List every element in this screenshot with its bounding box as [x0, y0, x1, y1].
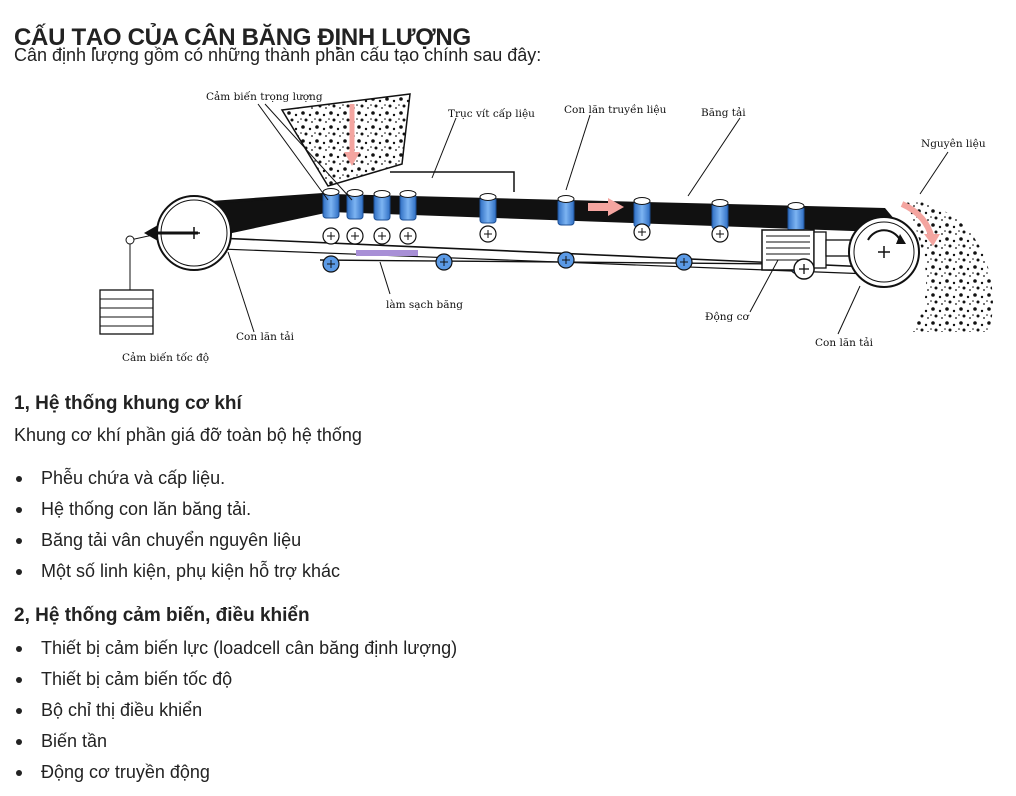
small-roller	[435, 253, 453, 271]
section-heading-mechanical: 1, Hệ thống khung cơ khí	[14, 393, 242, 414]
small-roller	[479, 225, 497, 243]
list-item: Thiết bị cảm biến lực (loadcell cân băng…	[14, 633, 457, 664]
flow-arrow	[588, 198, 624, 216]
small-roller	[711, 225, 729, 243]
label-belt: Băng tải	[701, 106, 746, 119]
intro-text: Cân định lượng gồm có những thành phần c…	[14, 45, 542, 65]
label-transfer-roller: Con lăn truyền liệu	[564, 103, 667, 116]
small-roller	[346, 227, 364, 245]
page-title: CẤU TẠO CỦA CÂN BĂNG ĐỊNH LƯỢNG	[14, 24, 471, 52]
belt-cleaner	[356, 250, 418, 256]
upper-roller	[557, 195, 575, 226]
list-item: Phễu chứa và cấp liệu.	[14, 463, 340, 494]
list-item: Động cơ truyền động	[14, 757, 457, 788]
small-roller	[399, 227, 417, 245]
list-item: Thiết bị cảm biến tốc độ	[14, 664, 457, 695]
small-roller	[322, 255, 340, 273]
list-item: Biến tần	[14, 726, 457, 757]
section-paragraph-mechanical: Khung cơ khí phần giá đỡ toàn bộ hệ thốn…	[14, 425, 362, 445]
small-roller	[557, 251, 575, 269]
upper-roller	[787, 202, 805, 233]
upper-roller	[322, 188, 340, 219]
label-motor: Động cơ	[705, 311, 749, 323]
belt-scale-diagram: Cảm biến trọng lượng Trục vít cấp liệu C…	[99, 90, 993, 364]
upper-roller	[346, 189, 364, 220]
list-item: Băng tải vân chuyển nguyên liệu	[14, 525, 340, 556]
upper-roller	[399, 190, 417, 221]
mechanical-list: Phễu chứa và cấp liệu. Hệ thống con lăn …	[14, 463, 340, 587]
label-load-roller-left: Con lăn tải	[236, 330, 295, 343]
material-pile	[905, 200, 993, 332]
motor	[761, 229, 857, 280]
hopper	[280, 93, 411, 187]
speed-sensor	[99, 232, 163, 335]
label-belt-cleaner: làm sạch băng	[386, 299, 463, 311]
load-roller-right	[848, 216, 920, 288]
screw-feeder	[390, 171, 515, 192]
label-material: Nguyên liệu	[921, 138, 986, 150]
small-roller	[633, 223, 651, 241]
upper-roller	[633, 197, 651, 228]
small-roller	[373, 227, 391, 245]
label-load-roller-right: Con lăn tải	[815, 336, 874, 349]
list-item: Bộ chỉ thị điều khiển	[14, 695, 457, 726]
sensors-list: Thiết bị cảm biến lực (loadcell cân băng…	[14, 633, 457, 788]
upper-roller	[479, 193, 497, 224]
upper-roller	[373, 190, 391, 221]
small-roller	[675, 253, 693, 271]
upper-roller	[711, 199, 729, 230]
label-speed-sensor: Cảm biến tốc độ	[122, 351, 209, 364]
small-roller	[322, 227, 340, 245]
upper-rollers	[322, 188, 805, 233]
section-heading-sensors: 2, Hệ thống cảm biến, điều khiển	[14, 605, 310, 626]
label-weight-sensor: Cảm biến trọng lượng	[206, 90, 323, 103]
list-item: Một số linh kiện, phụ kiện hỗ trợ khác	[14, 556, 340, 587]
list-item: Hệ thống con lăn băng tải.	[14, 494, 340, 525]
label-screw-feeder: Trục vít cấp liệu	[448, 107, 535, 120]
return-rollers	[322, 223, 807, 275]
